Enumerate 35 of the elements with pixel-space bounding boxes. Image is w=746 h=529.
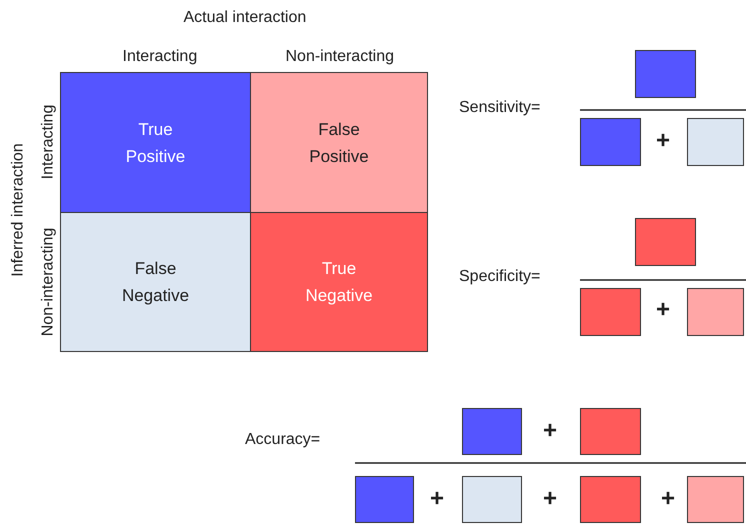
color-square (687, 476, 744, 523)
category-label: Interacting (122, 47, 198, 67)
color-square (462, 408, 522, 455)
color-square (687, 288, 744, 336)
category-label: Non-interacting (38, 228, 57, 336)
cell-label: False Negative (120, 258, 190, 307)
formula-label: Specificity= (459, 267, 540, 287)
color-square (462, 476, 522, 523)
color-square (635, 218, 696, 266)
category-label: Interacting (38, 104, 57, 180)
color-square (355, 476, 414, 523)
formula-label: Sensitivity= (459, 98, 540, 118)
color-square (580, 288, 641, 336)
color-square (687, 118, 744, 166)
cell-label: True Negative (304, 258, 374, 307)
plus-sign: + (656, 131, 670, 151)
plus-sign: + (656, 300, 670, 320)
formula-label: Accuracy= (245, 430, 320, 450)
color-square (635, 50, 696, 98)
matrix-cell (250, 72, 428, 213)
plus-sign: + (430, 489, 444, 509)
plus-sign: + (661, 489, 676, 509)
matrix-cell (60, 72, 251, 213)
color-square (580, 118, 641, 166)
matrix-cell (250, 212, 428, 352)
cell-label: True Positive (124, 118, 186, 168)
plus-sign: + (543, 421, 558, 441)
color-square (580, 408, 641, 455)
cell-label: False Positive (308, 118, 370, 168)
axis-title: Inferred interaction (8, 143, 28, 277)
matrix-cell (60, 212, 251, 352)
category-label: Non-interacting (286, 47, 394, 67)
color-square (580, 476, 641, 523)
axis-title: Actual interaction (184, 8, 306, 28)
plus-sign: + (543, 489, 558, 509)
